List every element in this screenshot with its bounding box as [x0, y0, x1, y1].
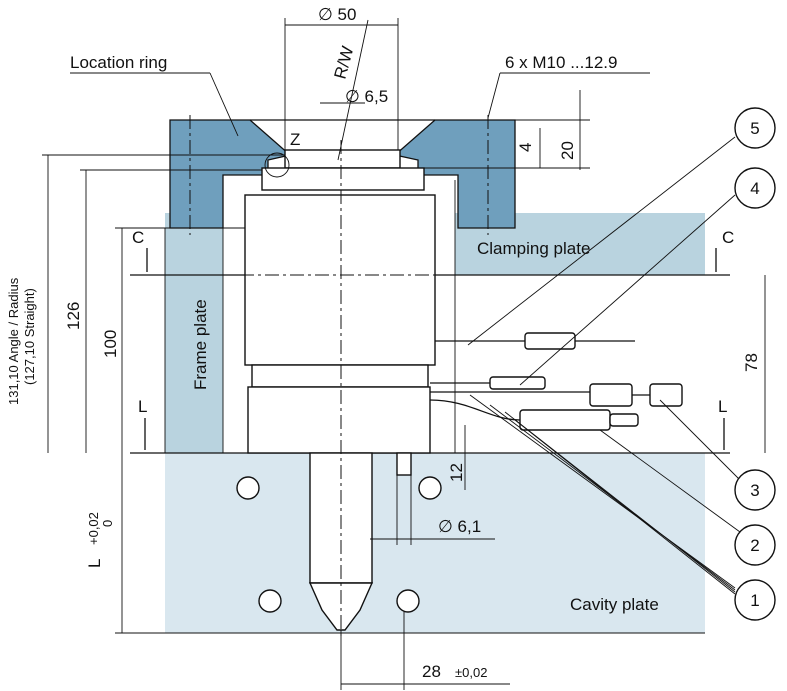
hole-bottom-right — [396, 589, 420, 613]
dim-d65: ∅ 6,5 — [345, 87, 388, 106]
hole-top-right — [418, 476, 442, 500]
svg-text:2: 2 — [750, 536, 759, 555]
nozzle-head — [284, 149, 401, 169]
dim-h20: 20 — [558, 141, 577, 160]
dim-h4: 4 — [516, 143, 535, 152]
nozzle-tip — [308, 582, 374, 631]
dim-h131-line2: (127,10 Straight) — [22, 288, 37, 385]
section-c-right: C — [722, 228, 734, 247]
dim-h131-line1: 131,10 Angle / Radius — [6, 277, 21, 405]
connector-3 — [589, 383, 633, 407]
section-l-right: L — [718, 397, 727, 416]
dim-h78: 78 — [742, 353, 761, 372]
callout-2: 2 — [734, 524, 776, 566]
svg-text:5: 5 — [750, 119, 759, 138]
nozzle-lower-body — [247, 386, 431, 454]
dim-w28-tol: ±0,02 — [455, 665, 487, 680]
callout-4: 4 — [734, 167, 776, 209]
frame-plate-label: Frame plate — [191, 299, 210, 390]
dim-l: L — [85, 559, 104, 568]
connector-5 — [524, 332, 576, 350]
svg-text:1: 1 — [750, 591, 759, 610]
dim-w28: 28 — [422, 662, 441, 681]
hole-bottom-left — [258, 589, 282, 613]
dim-d50: ∅ 50 — [318, 5, 356, 24]
cavity-plate-label: Cavity plate — [570, 595, 659, 614]
dim-h12: 12 — [447, 463, 466, 482]
connector-3b — [649, 383, 683, 407]
callout-3: 3 — [734, 469, 776, 511]
location-ring-label: Location ring — [70, 53, 167, 72]
svg-text:4: 4 — [750, 179, 759, 198]
callout-5: 5 — [734, 107, 776, 149]
detail-z-label: Z — [290, 130, 300, 149]
connector-4 — [489, 376, 546, 390]
callout-1: 1 — [734, 579, 776, 621]
connector-2 — [519, 409, 611, 431]
nozzle-main-body — [244, 194, 436, 366]
section-l-left: L — [138, 397, 147, 416]
connector-2b — [609, 413, 639, 427]
hole-top-left — [236, 476, 260, 500]
dim-d61: ∅ 6,1 — [438, 517, 481, 536]
dim-l-tol-upper: +0,02 — [86, 512, 101, 545]
clamping-plate-label: Clamping plate — [477, 239, 590, 258]
nozzle-top — [261, 167, 425, 191]
rw-label: R/W — [331, 44, 358, 81]
dim-l-tol-lower: 0 — [100, 520, 115, 527]
sensor-pin — [396, 452, 412, 476]
dim-h100: 100 — [101, 330, 120, 358]
screws-label: 6 x M10 ...12.9 — [505, 53, 617, 72]
section-c-left: C — [132, 228, 144, 247]
svg-text:3: 3 — [750, 481, 759, 500]
dim-h126: 126 — [64, 302, 83, 330]
nozzle-collar — [251, 364, 429, 388]
